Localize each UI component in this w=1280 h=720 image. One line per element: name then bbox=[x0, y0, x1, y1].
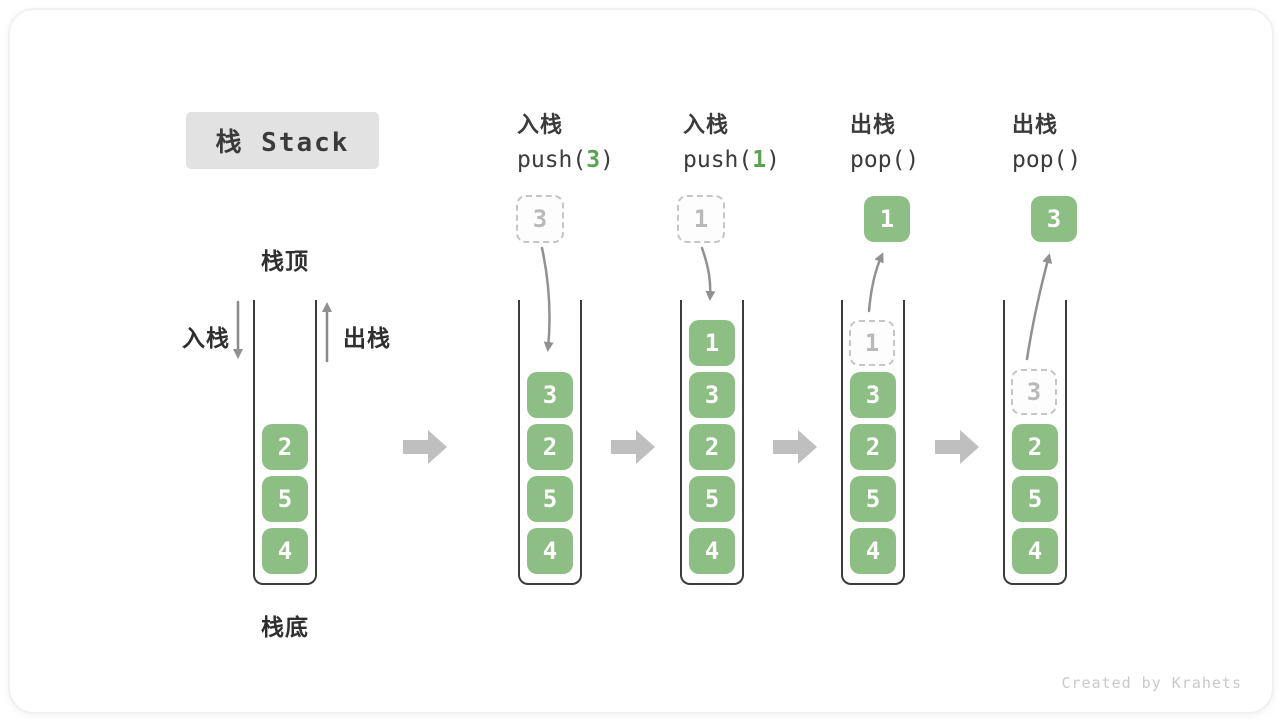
incoming-element-dashed: 1 bbox=[677, 195, 725, 243]
stack-element: 4 bbox=[850, 528, 896, 574]
code-text: pop( bbox=[850, 147, 906, 173]
stack-top-label: 栈顶 bbox=[261, 248, 309, 274]
watermark: Created by Krahets bbox=[1061, 674, 1242, 692]
removed-slot-placeholder: 1 bbox=[849, 320, 895, 366]
popped-element: 1 bbox=[864, 196, 910, 242]
stack-element: 2 bbox=[262, 424, 308, 470]
stack-element: 4 bbox=[262, 528, 308, 574]
stack-element: 2 bbox=[527, 424, 573, 470]
code-text: push( bbox=[683, 147, 753, 173]
operation-name: 入栈 bbox=[683, 112, 730, 137]
stack-container-5 bbox=[1003, 300, 1067, 585]
title-badge: 栈 Stack bbox=[186, 112, 379, 169]
push-direction-label: 入栈 bbox=[182, 325, 230, 351]
stack-element: 5 bbox=[689, 476, 735, 522]
stack-element: 3 bbox=[689, 372, 735, 418]
stack-element: 4 bbox=[689, 528, 735, 574]
stack-element: 5 bbox=[850, 476, 896, 522]
code-argument: 1 bbox=[752, 147, 767, 173]
operation-name: 入栈 bbox=[517, 112, 564, 137]
stack-element: 5 bbox=[1012, 476, 1058, 522]
pop-direction-label: 出栈 bbox=[343, 325, 391, 351]
operation-code: pop() bbox=[850, 147, 919, 173]
stack-element: 4 bbox=[1012, 528, 1058, 574]
title-text: 栈 Stack bbox=[215, 128, 350, 158]
code-text: ) bbox=[1067, 147, 1082, 173]
operation-code: pop() bbox=[1012, 147, 1081, 173]
stack-container-3 bbox=[680, 300, 744, 585]
code-text: ) bbox=[600, 147, 614, 173]
code-text: pop( bbox=[1012, 147, 1068, 173]
stack-bottom-label: 栈底 bbox=[261, 614, 309, 640]
stack-element: 2 bbox=[1012, 424, 1058, 470]
popped-element: 3 bbox=[1031, 196, 1077, 242]
stack-element: 2 bbox=[850, 424, 896, 470]
stack-container-2 bbox=[518, 300, 582, 585]
code-text: ) bbox=[766, 147, 780, 173]
code-argument: 3 bbox=[586, 147, 601, 173]
stack-element: 2 bbox=[689, 424, 735, 470]
operation-label-pop-2: 出栈 pop() bbox=[1012, 107, 1081, 173]
operation-code: push(1) bbox=[683, 147, 780, 173]
removed-slot-placeholder: 3 bbox=[1011, 369, 1057, 415]
stack-element: 4 bbox=[527, 528, 573, 574]
stack-container-4 bbox=[841, 300, 905, 585]
operation-label-pop-1: 出栈 pop() bbox=[850, 107, 919, 173]
stack-element: 1 bbox=[689, 320, 735, 366]
stack-element: 3 bbox=[850, 372, 896, 418]
stack-element: 5 bbox=[527, 476, 573, 522]
incoming-element-dashed: 3 bbox=[516, 195, 564, 243]
operation-code: push(3) bbox=[517, 147, 614, 173]
operation-name: 出栈 bbox=[1012, 112, 1059, 137]
stack-container-1 bbox=[253, 300, 317, 585]
stack-element: 3 bbox=[527, 372, 573, 418]
operation-name: 出栈 bbox=[850, 112, 897, 137]
code-text: push( bbox=[517, 147, 587, 173]
stack-element: 5 bbox=[262, 476, 308, 522]
operation-label-push-1: 入栈 push(1) bbox=[683, 107, 780, 173]
operation-label-push-3: 入栈 push(3) bbox=[517, 107, 614, 173]
code-text: ) bbox=[905, 147, 920, 173]
